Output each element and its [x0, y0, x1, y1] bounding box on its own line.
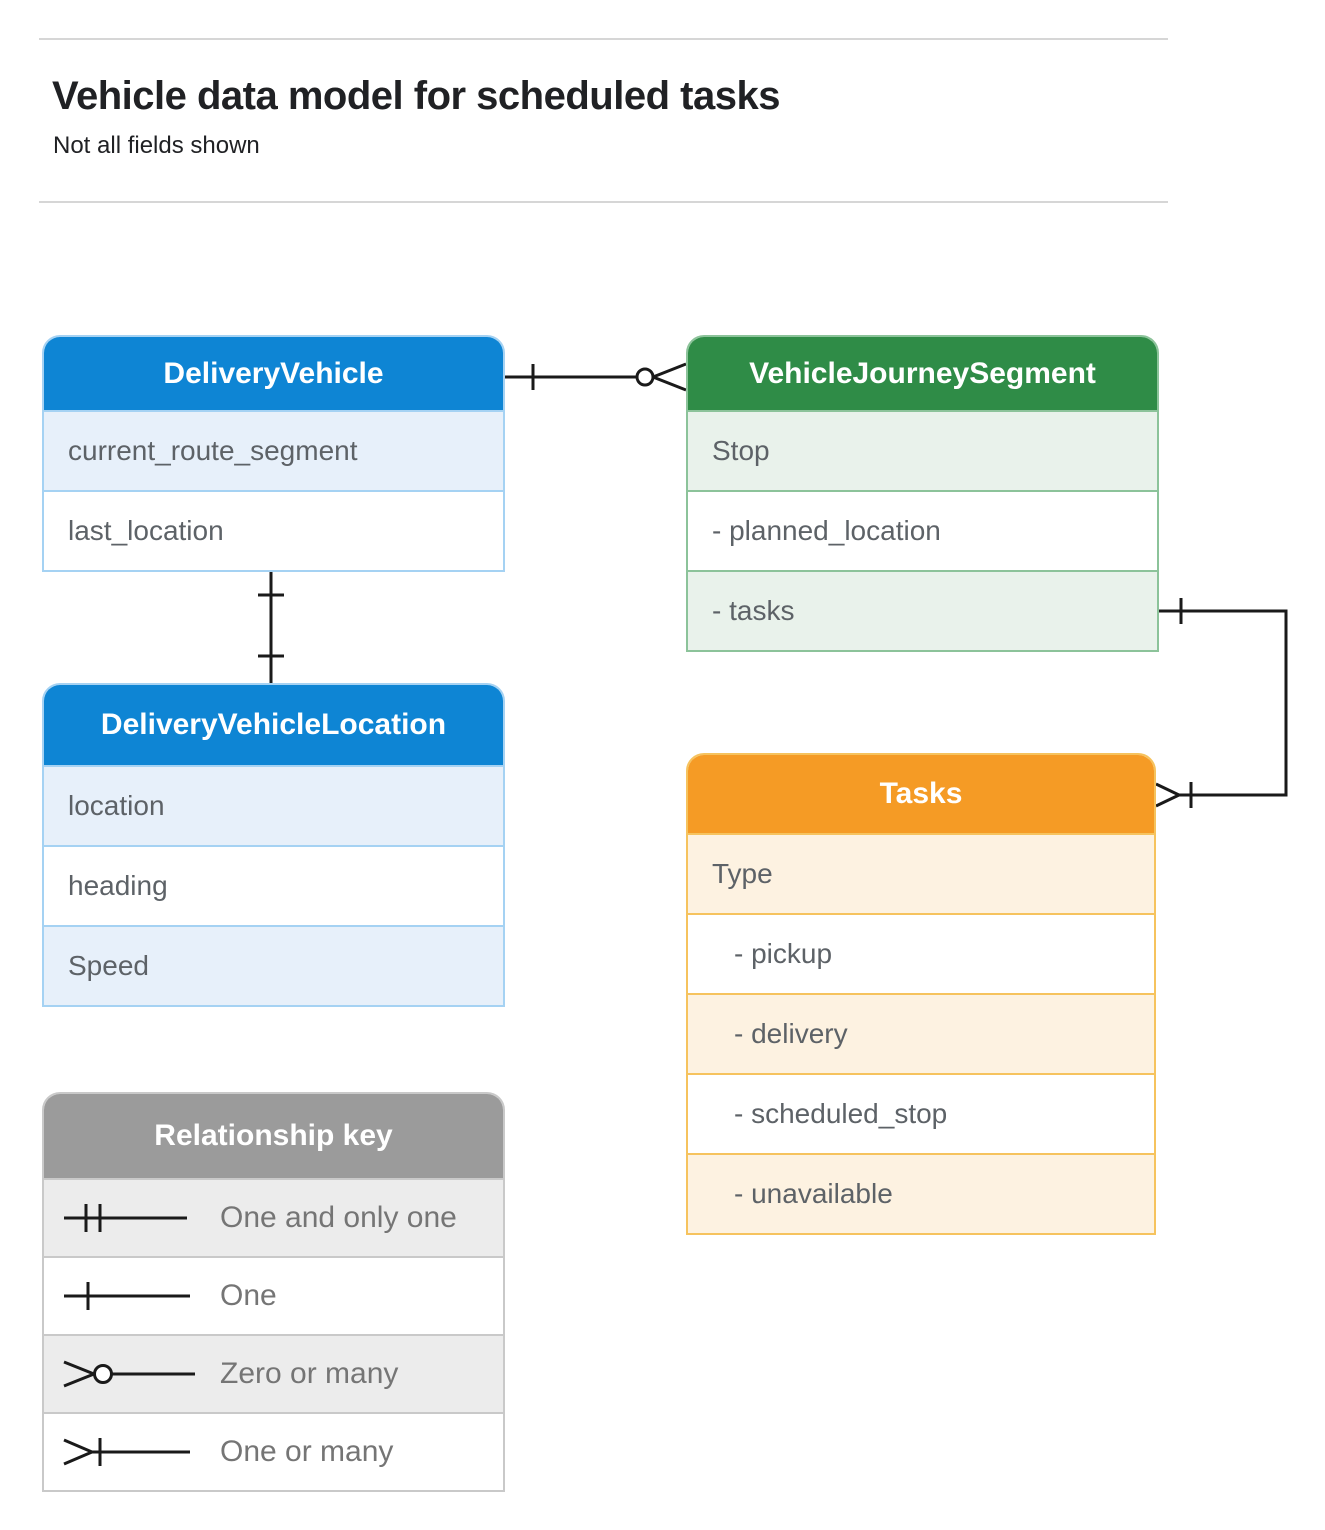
field-row: Stop: [688, 410, 1157, 490]
entity-delivery-vehicle-location: DeliveryVehicleLocation location heading…: [42, 683, 505, 1007]
field-row: location: [44, 765, 503, 845]
one-and-only-one-icon: [62, 1193, 220, 1243]
legend-row: One: [44, 1256, 503, 1334]
field-row: current_route_segment: [44, 410, 503, 490]
connector-vehiclejourneysegment-to-tasks: [1155, 598, 1288, 808]
one-or-many-icon: [62, 1427, 220, 1477]
page-title: Vehicle data model for scheduled tasks: [52, 74, 780, 118]
legend-label: Zero or many: [220, 1357, 399, 1390]
zero-or-many-icon: [62, 1349, 220, 1399]
field-row: Type: [688, 833, 1154, 913]
entity-title: DeliveryVehicleLocation: [44, 685, 503, 765]
entity-title: DeliveryVehicle: [44, 337, 503, 410]
field-row: - tasks: [688, 570, 1157, 650]
divider: [39, 38, 1168, 40]
divider: [39, 201, 1168, 203]
legend-row: One or many: [44, 1412, 503, 1490]
connector-deliveryvehicle-to-vehiclejourneysegment: [505, 362, 687, 392]
entity-title: Tasks: [688, 755, 1154, 833]
page-subtitle: Not all fields shown: [53, 132, 260, 159]
entity-vehicle-journey-segment: VehicleJourneySegment Stop - planned_loc…: [686, 335, 1159, 652]
relationship-key-title: Relationship key: [44, 1094, 503, 1178]
field-row: - delivery: [688, 993, 1154, 1073]
legend-row: Zero or many: [44, 1334, 503, 1412]
entity-delivery-vehicle: DeliveryVehicle current_route_segment la…: [42, 335, 505, 572]
legend-label: One or many: [220, 1435, 394, 1468]
field-row: - scheduled_stop: [688, 1073, 1154, 1153]
relationship-key: Relationship key One and only one One: [42, 1092, 505, 1492]
connector-deliveryvehicle-to-deliveryvehiclelocation: [258, 569, 284, 683]
field-row: heading: [44, 845, 503, 925]
legend-row: One and only one: [44, 1178, 503, 1256]
legend-label: One and only one: [220, 1201, 457, 1234]
entity-tasks: Tasks Type - pickup - delivery - schedul…: [686, 753, 1156, 1235]
entity-title: VehicleJourneySegment: [688, 337, 1157, 410]
field-row: - unavailable: [688, 1153, 1154, 1233]
field-row: last_location: [44, 490, 503, 570]
legend-label: One: [220, 1279, 277, 1312]
field-row: Speed: [44, 925, 503, 1005]
one-icon: [62, 1271, 220, 1321]
field-row: - planned_location: [688, 490, 1157, 570]
field-row: - pickup: [688, 913, 1154, 993]
